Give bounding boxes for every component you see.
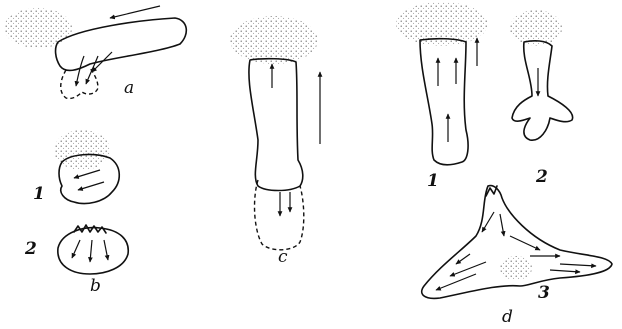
stream-arrow xyxy=(482,212,494,232)
movement-arrow xyxy=(110,6,160,18)
cell-outline xyxy=(56,18,187,70)
stream-arrow xyxy=(560,264,596,266)
label-b-2: 2 xyxy=(24,239,37,259)
label-d-3: 3 xyxy=(538,283,550,303)
label-a: a xyxy=(124,78,134,98)
label-b: b xyxy=(90,276,101,296)
stream-arrow xyxy=(550,270,580,272)
cell-outline xyxy=(249,59,303,191)
stipple-mass xyxy=(230,16,318,64)
stream-arrow xyxy=(436,274,476,290)
stream-arrow xyxy=(74,170,100,178)
stream-arrow xyxy=(78,182,104,190)
figure-b: 1 2 b xyxy=(24,130,128,296)
stream-arrow xyxy=(456,254,470,264)
figure-c: c xyxy=(230,16,320,267)
stream-arrow xyxy=(510,236,540,250)
stream-arrow xyxy=(450,262,486,276)
label-c: c xyxy=(278,247,288,267)
stream-arrow xyxy=(90,240,92,262)
stipple-mass xyxy=(4,8,72,48)
figure-d: 1 2 3 d xyxy=(396,2,612,327)
cell-outline-2 xyxy=(58,228,128,274)
cell-outline-2 xyxy=(512,41,573,140)
stream-arrow xyxy=(104,240,108,260)
stipple-mass xyxy=(54,130,110,170)
cell-outline-3 xyxy=(422,186,612,299)
label-d-2: 2 xyxy=(535,167,548,187)
label-b-1: 1 xyxy=(33,184,45,204)
cell-outline-1 xyxy=(420,39,468,165)
figure-a: a xyxy=(4,6,186,99)
label-d: d xyxy=(502,307,513,327)
stream-arrow xyxy=(500,214,504,236)
stream-arrow xyxy=(86,56,98,84)
label-d-1: 1 xyxy=(427,171,439,191)
stream-arrow xyxy=(76,56,84,86)
stream-arrow xyxy=(72,240,80,258)
stipple-mass xyxy=(500,256,532,280)
